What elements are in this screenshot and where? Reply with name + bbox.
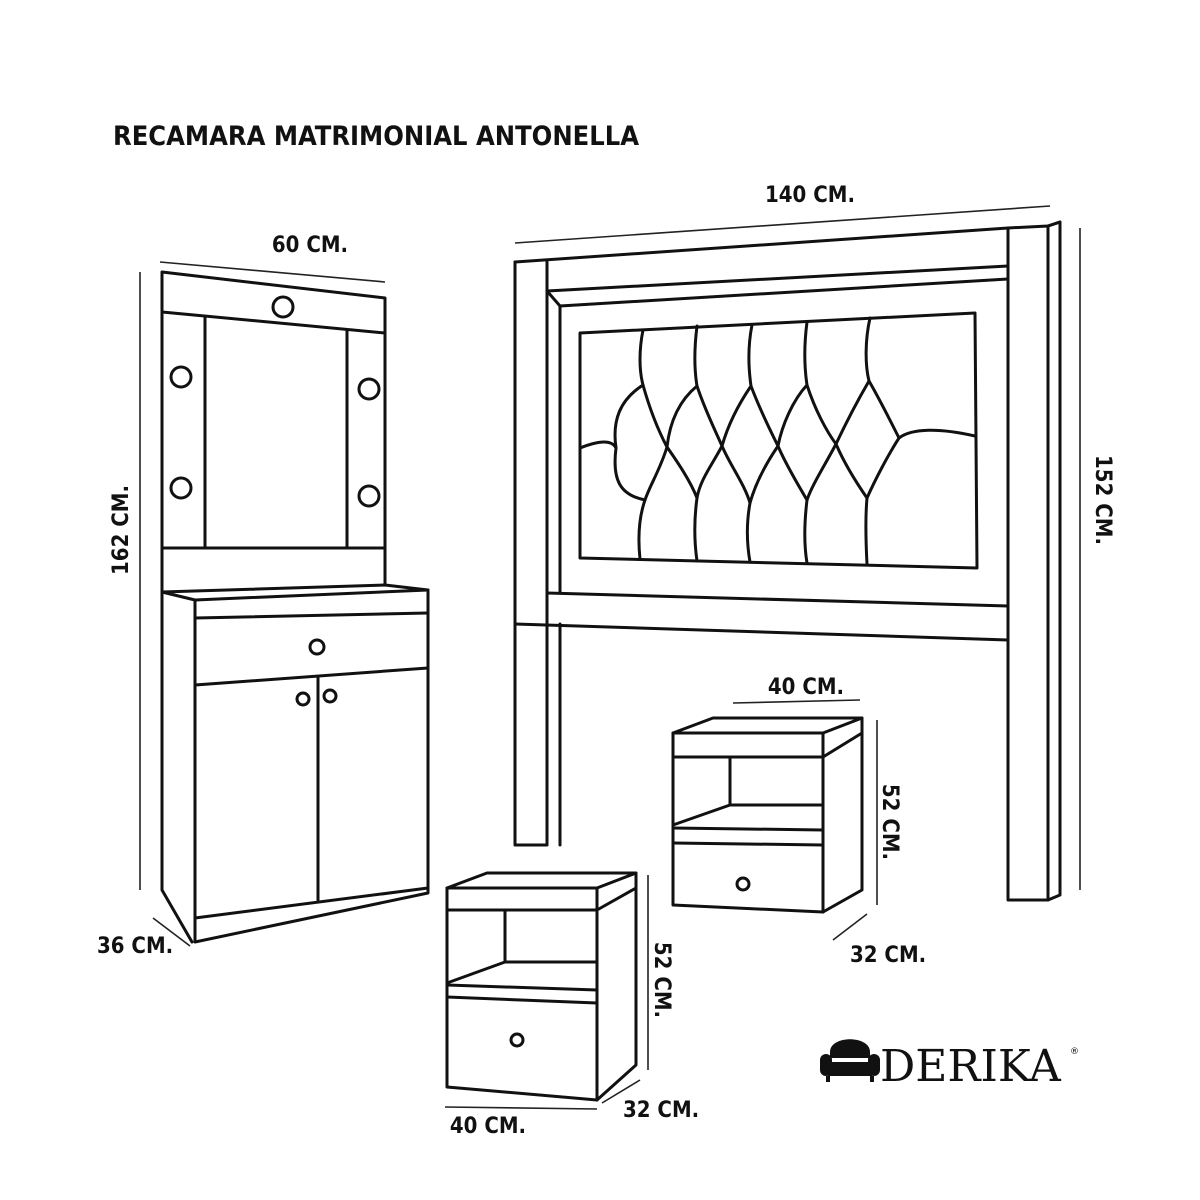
- registered-mark: ®: [1070, 1047, 1079, 1057]
- armchair-icon: [820, 1039, 880, 1082]
- brand-name: DERIKA: [880, 1041, 1062, 1092]
- page-title: RECAMARA MATRIMONIAL ANTONELLA: [113, 121, 639, 152]
- nightstand-front-width-label: 40 CM.: [450, 1114, 526, 1139]
- headboard-drawing: [513, 205, 1081, 902]
- nightstand-right-height-label: 52 CM.: [877, 784, 902, 860]
- vanity-height-label: 162 CM.: [109, 485, 134, 575]
- nightstand-front-drawing: [444, 871, 649, 1110]
- headboard-width-label: 140 CM.: [765, 183, 855, 208]
- headboard-height-label: 152 CM.: [1090, 455, 1115, 545]
- nightstand-right-depth-label: 32 CM.: [850, 943, 926, 968]
- nightstand-front-height-label: 52 CM.: [649, 942, 674, 1018]
- nightstand-right-drawing: [671, 699, 878, 941]
- nightstand-right-width-label: 40 CM.: [768, 675, 844, 700]
- vanity-drawing: [139, 261, 430, 947]
- brand-logo: DERIKA ®: [820, 1039, 1079, 1092]
- vanity-width-label: 60 CM.: [272, 233, 348, 258]
- nightstand-front-depth-label: 32 CM.: [623, 1098, 699, 1123]
- tufting-pattern: [578, 316, 977, 566]
- vanity-depth-label: 36 CM.: [97, 934, 173, 959]
